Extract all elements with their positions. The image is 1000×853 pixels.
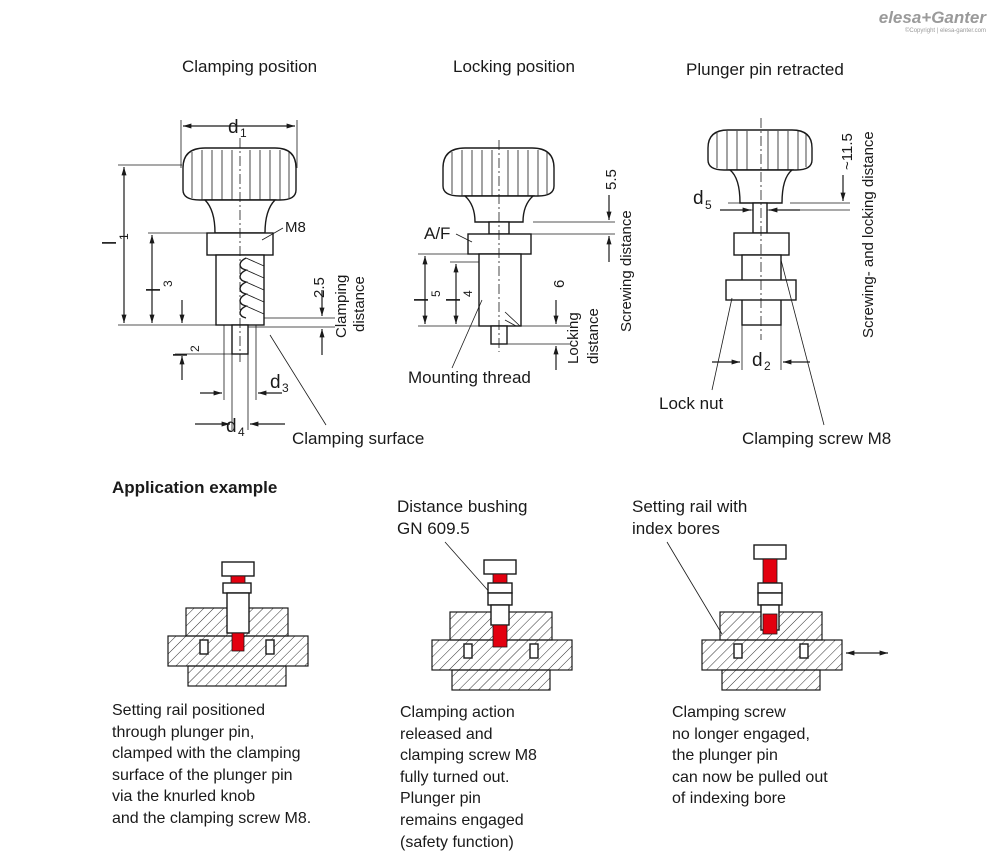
index-bore	[463, 643, 473, 659]
dim-l2: l	[171, 353, 192, 357]
application-desc-3: Clamping screw no longer engaged, the pl…	[672, 704, 828, 808]
pin-retracted	[752, 202, 768, 234]
dim-d2-sub: 2	[764, 359, 771, 373]
callout-bushing-2: GN 609.5	[397, 519, 470, 538]
application-example-2	[431, 559, 573, 691]
screwing-distance-value: 5.5	[603, 169, 620, 190]
locking-distance-label-2: distance	[585, 308, 602, 364]
brand-name: elesa+Ganter	[878, 8, 986, 27]
clamping-title: Clamping position	[182, 57, 317, 76]
clamping-screw-label: Clamping screw M8	[742, 429, 891, 448]
index-bore	[529, 643, 539, 659]
thread-body	[490, 604, 510, 626]
dim-l4: l	[444, 298, 465, 302]
dim-l3-sub: 3	[161, 280, 175, 287]
index-bore	[733, 643, 743, 659]
mounting-thread-label: Mounting thread	[408, 368, 531, 387]
knob-stub	[221, 561, 255, 577]
clamping-screw-red	[230, 575, 246, 584]
thread-body	[226, 592, 250, 634]
locking-title: Locking position	[453, 57, 575, 76]
application-example-1	[167, 561, 309, 687]
plunger-pin-red	[231, 632, 245, 652]
knurled-knob	[442, 147, 555, 223]
plunger-pin-red	[492, 624, 508, 648]
view-retracted: Plunger pin retracted d 5 ~11.5 Screwing…	[659, 60, 891, 448]
brand-copyright: ©Copyright | elesa-ganter.com	[904, 28, 986, 34]
callout-bushing-1: Distance bushing	[397, 497, 527, 516]
thread-body	[478, 253, 522, 327]
thread-label-m8: M8	[285, 219, 306, 236]
retracted-distance-label: Screwing- and locking distance	[860, 131, 877, 338]
index-bore	[265, 639, 275, 655]
locking-distance-value: 6	[551, 280, 568, 288]
base-lower	[187, 665, 287, 687]
dim-l3: l	[144, 288, 165, 292]
base-plate	[701, 639, 843, 671]
dim-d5: d	[693, 188, 704, 209]
clamping-screw-red	[762, 558, 778, 584]
hex-nut	[487, 592, 513, 606]
distance-bushing	[487, 582, 513, 594]
knob-stub	[483, 559, 517, 575]
callout-rail-1: Setting rail with	[632, 497, 747, 516]
lock-nut-label: Lock nut	[659, 394, 724, 413]
retracted-title: Plunger pin retracted	[686, 60, 844, 79]
dim-l5-sub: 5	[429, 290, 443, 297]
knurled-knob	[182, 147, 297, 234]
view-locking: Locking position A/F l 5 l 4 5.5 Screwin…	[408, 57, 635, 387]
dim-l4-sub: 4	[461, 290, 475, 297]
brand-logo: elesa+Ganter ©Copyright | elesa-ganter.c…	[879, 8, 986, 34]
index-bore	[199, 639, 209, 655]
screwing-distance-label: Screwing distance	[618, 210, 635, 332]
application-example-3	[701, 544, 888, 691]
dim-d1-sub: 1	[240, 126, 247, 140]
af-label: A/F	[424, 224, 450, 243]
dim-l1: l	[100, 241, 121, 245]
dim-d3: d	[270, 372, 281, 393]
hex-nut	[757, 592, 783, 606]
dim-d4-sub: 4	[238, 425, 245, 439]
index-bore	[799, 643, 809, 659]
dim-d4: d	[226, 416, 237, 437]
clamping-distance-label-1: Clamping	[333, 275, 350, 338]
hex-nut-af	[467, 233, 532, 255]
application-desc-1: Setting rail positioned through plunger …	[112, 702, 312, 827]
retracted-value: ~11.5	[839, 133, 856, 170]
dim-l5: l	[412, 298, 433, 302]
hex-nut	[222, 582, 252, 594]
locking-distance-label-1: Locking	[565, 312, 582, 364]
plunger-pin-red	[762, 613, 778, 635]
base-lower	[451, 669, 551, 691]
dim-l2-sub: 2	[188, 345, 202, 352]
application-desc-2: Clamping action released and clamping sc…	[400, 704, 537, 851]
application-heading: Application example	[112, 478, 277, 497]
clamping-surface-label: Clamping surface	[292, 429, 424, 448]
dim-d2: d	[752, 350, 763, 371]
clamping-distance-label-2: distance	[351, 276, 368, 332]
hex-nut	[733, 232, 790, 256]
clamping-distance-value: 2.5	[311, 277, 328, 298]
base-lower	[721, 669, 821, 691]
knob-stub	[753, 544, 787, 560]
dim-l1-sub: 1	[117, 233, 131, 240]
knurled-knob	[707, 129, 813, 204]
dim-d3-sub: 3	[282, 381, 289, 395]
view-clamping: Clamping position d 1 l 1 l 3 l 2	[100, 57, 424, 448]
distance-bushing	[757, 582, 783, 594]
clamping-screw-red	[492, 573, 508, 584]
dim-d5-sub: 5	[705, 198, 712, 212]
dim-d1: d	[228, 117, 239, 138]
spring	[239, 257, 249, 319]
callout-rail-2: index bores	[632, 519, 720, 538]
